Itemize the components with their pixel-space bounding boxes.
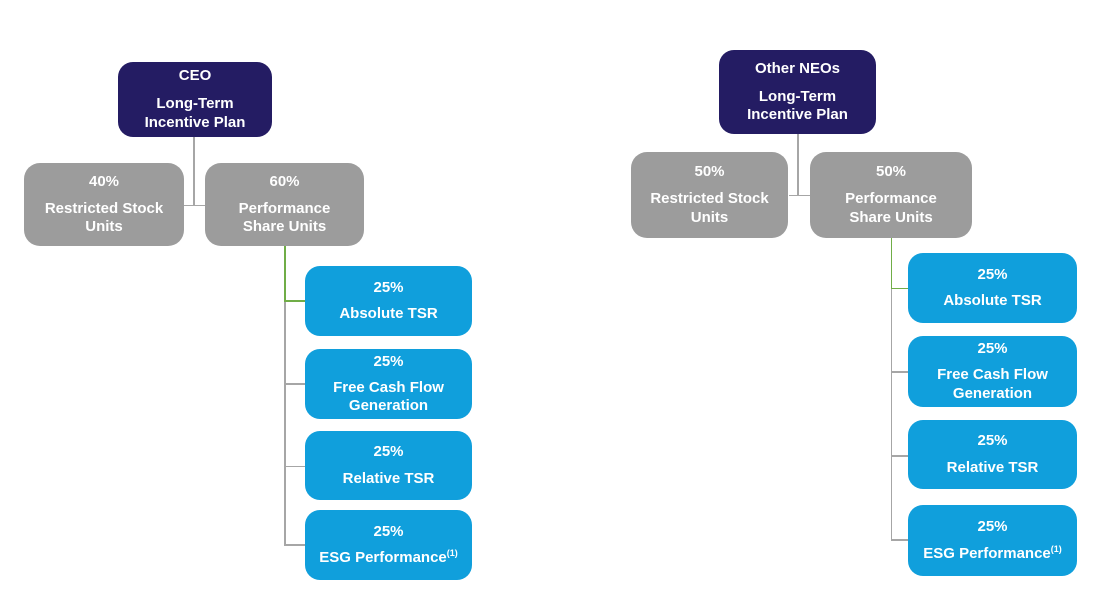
- neos-psu-label: Performance Share Units: [845, 190, 937, 226]
- metric-label: Free Cash Flow Generation: [333, 378, 444, 415]
- neos-psu-trunk-gray: [890, 288, 892, 540]
- ceo-metric-relative-tsr-box: 25% Relative TSR: [305, 431, 472, 500]
- ceo-children-horizontal-connector: [184, 204, 205, 206]
- metric-label: Absolute TSR: [339, 305, 438, 322]
- ceo-branch-relative-tsr: [284, 465, 305, 467]
- neos-metric-absolute-tsr-box: 25% Absolute TSR: [908, 253, 1077, 323]
- footnote-marker: (1): [1050, 543, 1062, 554]
- neos-psu-trunk-green: [890, 238, 892, 288]
- neos-root-box: Other NEOs Long-Term Incentive Plan: [719, 50, 876, 134]
- ceo-root-vertical-connector: [193, 137, 195, 205]
- metric-label: Free Cash Flow Generation: [937, 366, 1048, 402]
- metric-percent: 25%: [977, 432, 1008, 450]
- metric-label: ESG Performance(1): [319, 548, 458, 567]
- ceo-metric-esg-performance-box: 25% ESG Performance(1): [305, 510, 472, 580]
- ceo-rsu-percent: 40%: [88, 172, 120, 190]
- neos-root-title: Other NEOs: [754, 59, 841, 77]
- ceo-branch-esg: [284, 544, 305, 546]
- neos-children-horizontal-connector: [789, 194, 810, 196]
- ceo-psu-percent: 60%: [269, 172, 300, 190]
- metric-percent: 25%: [977, 265, 1008, 283]
- neos-branch-esg: [890, 539, 909, 541]
- metric-label: Relative TSR: [946, 458, 1039, 476]
- ceo-rsu-label: Restricted Stock Units: [44, 199, 164, 236]
- ceo-restricted-stock-units-box: 40% Restricted Stock Units: [24, 163, 184, 246]
- ceo-metric-free-cash-flow-box: 25% Free Cash Flow Generation: [305, 349, 472, 419]
- neos-metric-free-cash-flow-box: 25% Free Cash Flow Generation: [908, 336, 1077, 407]
- neos-psu-percent: 50%: [875, 163, 907, 181]
- neos-branch-free-cash-flow: [890, 371, 909, 373]
- neos-branch-absolute-tsr: [890, 287, 909, 289]
- ceo-psu-trunk-gray: [284, 301, 286, 545]
- ceo-metric-absolute-tsr-box: 25% Absolute TSR: [305, 266, 472, 336]
- metric-percent: 25%: [977, 518, 1008, 536]
- neos-root-vertical-connector: [797, 134, 799, 195]
- metric-label: Relative TSR: [342, 469, 435, 487]
- metric-percent: 25%: [373, 278, 404, 296]
- ceo-psu-label: Performance Share Units: [238, 199, 331, 236]
- ceo-performance-share-units-box: 60% Performance Share Units: [205, 163, 364, 246]
- ceo-psu-trunk-green: [284, 246, 286, 301]
- ceo-root-subtitle: Long-Term Incentive Plan: [144, 95, 246, 131]
- metric-label: Absolute TSR: [943, 292, 1042, 309]
- metric-percent: 25%: [373, 522, 404, 540]
- neos-branch-relative-tsr: [890, 455, 909, 457]
- metric-percent: 25%: [373, 443, 404, 461]
- neos-rsu-label: Restricted Stock Units: [650, 190, 769, 226]
- ceo-root-box: CEO Long-Term Incentive Plan: [118, 62, 272, 137]
- neos-rsu-percent: 50%: [694, 163, 725, 181]
- ceo-branch-absolute-tsr: [284, 300, 305, 302]
- neos-metric-esg-performance-box: 25% ESG Performance(1): [908, 505, 1077, 576]
- metric-percent: 25%: [977, 340, 1008, 358]
- ceo-root-title: CEO: [178, 67, 212, 85]
- neos-restricted-stock-units-box: 50% Restricted Stock Units: [631, 152, 788, 238]
- neos-metric-relative-tsr-box: 25% Relative TSR: [908, 420, 1077, 489]
- ceo-branch-free-cash-flow: [284, 383, 305, 385]
- metric-label: ESG Performance(1): [923, 543, 1062, 562]
- footnote-marker: (1): [446, 548, 458, 558]
- metric-percent: 25%: [373, 352, 404, 370]
- neos-performance-share-units-box: 50% Performance Share Units: [810, 152, 972, 238]
- neos-root-subtitle: Long-Term Incentive Plan: [747, 87, 848, 124]
